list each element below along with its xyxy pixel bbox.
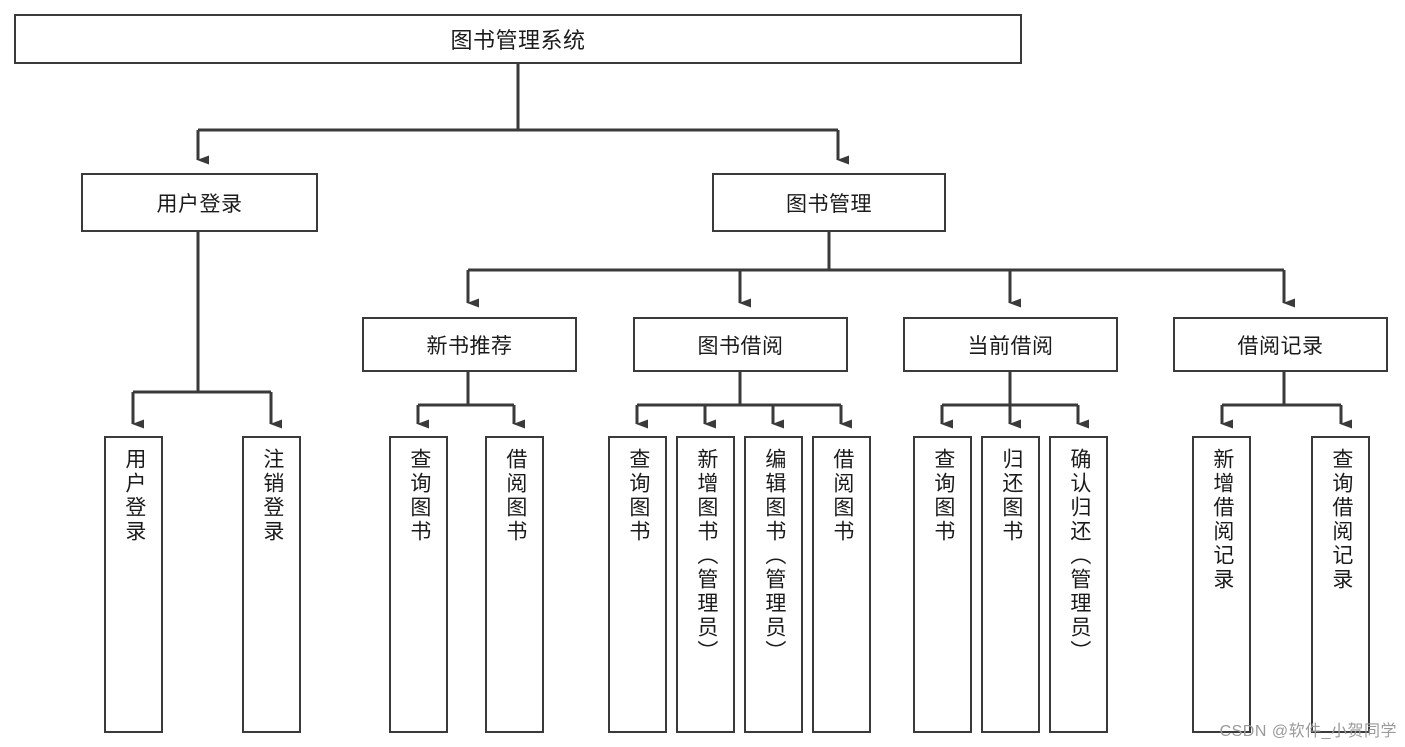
leaf-label: 查询图书 — [931, 448, 955, 544]
leaf-borrow-query-book[interactable]: 查询图书 — [608, 436, 667, 733]
leaf-record-add-record[interactable]: 新增借阅记录 — [1192, 436, 1251, 733]
leaf-recommend-query-book[interactable]: 查询图书 — [389, 436, 448, 733]
leaf-label: 用户登录 — [122, 448, 146, 544]
node-new-book-recommend[interactable]: 新书推荐 — [362, 317, 577, 372]
leaf-label: 注销登录 — [260, 448, 284, 544]
leaf-current-confirm-return-admin[interactable]: 确认归还（管理员） — [1049, 436, 1108, 733]
node-user-login[interactable]: 用户登录 — [81, 173, 318, 232]
leaf-user-login-logout[interactable]: 注销登录 — [242, 436, 301, 733]
leaf-current-return-book[interactable]: 归还图书 — [981, 436, 1040, 733]
leaf-record-query-record[interactable]: 查询借阅记录 — [1311, 436, 1370, 733]
leaf-label: 查询图书 — [626, 448, 650, 544]
leaf-current-query-book[interactable]: 查询图书 — [913, 436, 972, 733]
leaf-label: 新增借阅记录 — [1210, 448, 1234, 592]
node-current-borrow[interactable]: 当前借阅 — [903, 317, 1118, 372]
leaf-label: 归还图书 — [999, 448, 1023, 544]
leaf-label: 新增图书（管理员） — [694, 448, 718, 664]
leaf-borrow-edit-book-admin[interactable]: 编辑图书（管理员） — [744, 436, 803, 733]
node-book-management[interactable]: 图书管理 — [712, 173, 946, 232]
leaf-label: 确认归还（管理员） — [1067, 448, 1091, 664]
leaf-label: 查询图书 — [407, 448, 431, 544]
leaf-borrow-borrow-book[interactable]: 借阅图书 — [812, 436, 871, 733]
leaf-borrow-add-book-admin[interactable]: 新增图书（管理员） — [676, 436, 735, 733]
leaf-label: 借阅图书 — [503, 448, 527, 544]
node-borrow-record[interactable]: 借阅记录 — [1173, 317, 1388, 372]
node-book-borrow[interactable]: 图书借阅 — [633, 317, 848, 372]
leaf-user-login-login[interactable]: 用户登录 — [104, 436, 163, 733]
watermark-text: CSDN @软件_小贺同学 — [1219, 723, 1397, 740]
leaf-label: 编辑图书（管理员） — [762, 448, 786, 664]
leaf-label: 借阅图书 — [830, 448, 854, 544]
node-root-system[interactable]: 图书管理系统 — [14, 14, 1022, 64]
leaf-label: 查询借阅记录 — [1329, 448, 1353, 592]
leaf-recommend-borrow-book[interactable]: 借阅图书 — [485, 436, 544, 733]
